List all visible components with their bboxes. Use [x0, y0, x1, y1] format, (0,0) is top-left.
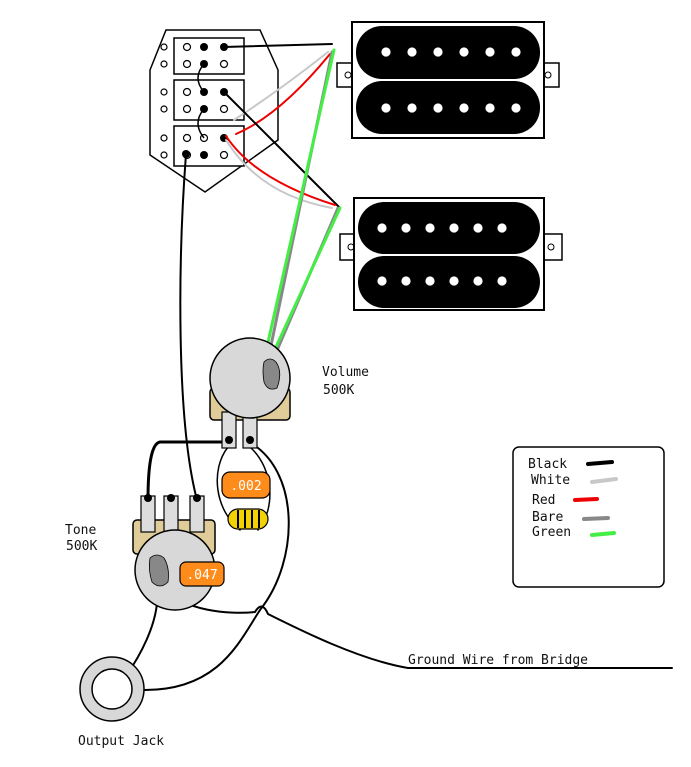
legend-label-green: Green — [532, 525, 571, 540]
legend-label-black: Black — [528, 457, 567, 472]
volume-label: Volume — [322, 365, 369, 380]
output-jack-label: Output Jack — [78, 734, 164, 749]
legend-swatch-bare — [582, 516, 610, 521]
legend-swatch-green — [590, 531, 616, 537]
tone-pot — [132, 494, 216, 611]
wires — [114, 43, 673, 691]
legend-swatch-black — [586, 460, 614, 466]
bridge-humbucker-pickup — [339, 197, 563, 311]
legend-swatch-white — [590, 477, 618, 484]
volume-treble-bleed-cap: .002 — [221, 471, 271, 499]
treble-bleed-resistor — [227, 508, 269, 530]
tone-label: Tone — [65, 523, 96, 538]
legend-label-bare: Bare — [532, 510, 563, 525]
legend-label-white: White — [531, 473, 570, 488]
tone-cap: .047 — [179, 561, 225, 587]
ground-wire-label: Ground Wire from Bridge — [408, 653, 588, 668]
output-jack — [79, 656, 145, 722]
legend-swatch-red — [573, 497, 599, 502]
tone-value: 500K — [66, 539, 97, 554]
legend-label-red: Red — [532, 493, 555, 508]
neck-humbucker-pickup — [336, 21, 560, 139]
volume-value: 500K — [323, 383, 354, 398]
volume-cap-label: .002 — [230, 479, 261, 494]
tone-cap-label: .047 — [186, 568, 217, 583]
pickup-selector-switch — [149, 29, 279, 193]
volume-pot — [209, 337, 291, 449]
